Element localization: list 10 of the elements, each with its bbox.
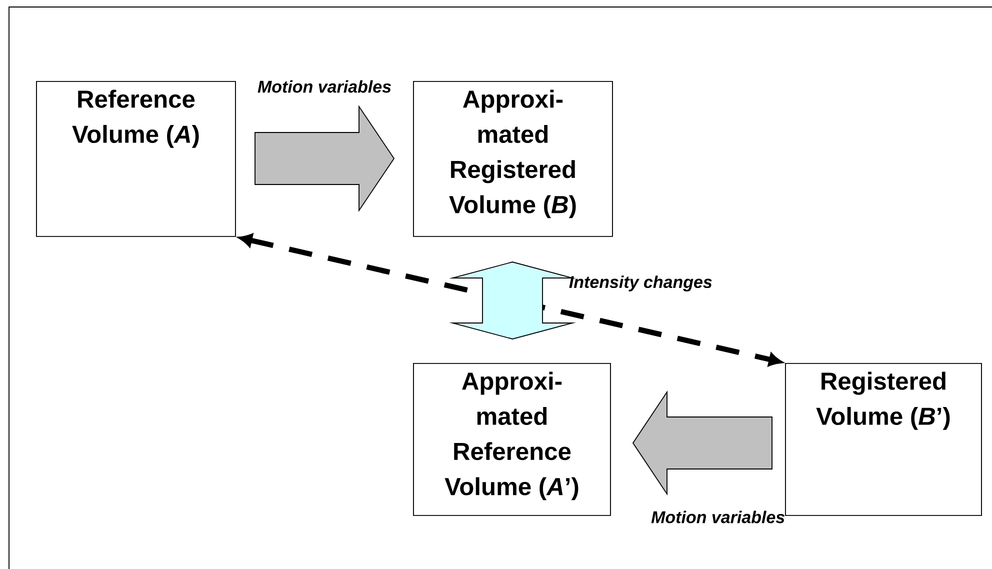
block-arrow (632, 390, 772, 496)
block-arrow (448, 262, 576, 340)
volume-box: Registered Volume (B’) (785, 363, 982, 516)
volume-box: Reference Volume (A) (36, 81, 236, 237)
edge-label: Motion variables (258, 80, 391, 93)
volume-box: Approxi- mated Registered Volume (B) (413, 81, 613, 237)
edge-label: Motion variables (651, 510, 785, 524)
volume-box: Approxi- mated Reference Volume (A’) (413, 363, 611, 516)
block-arrow (254, 104, 395, 212)
edge-label: Intensity changes (569, 276, 712, 292)
